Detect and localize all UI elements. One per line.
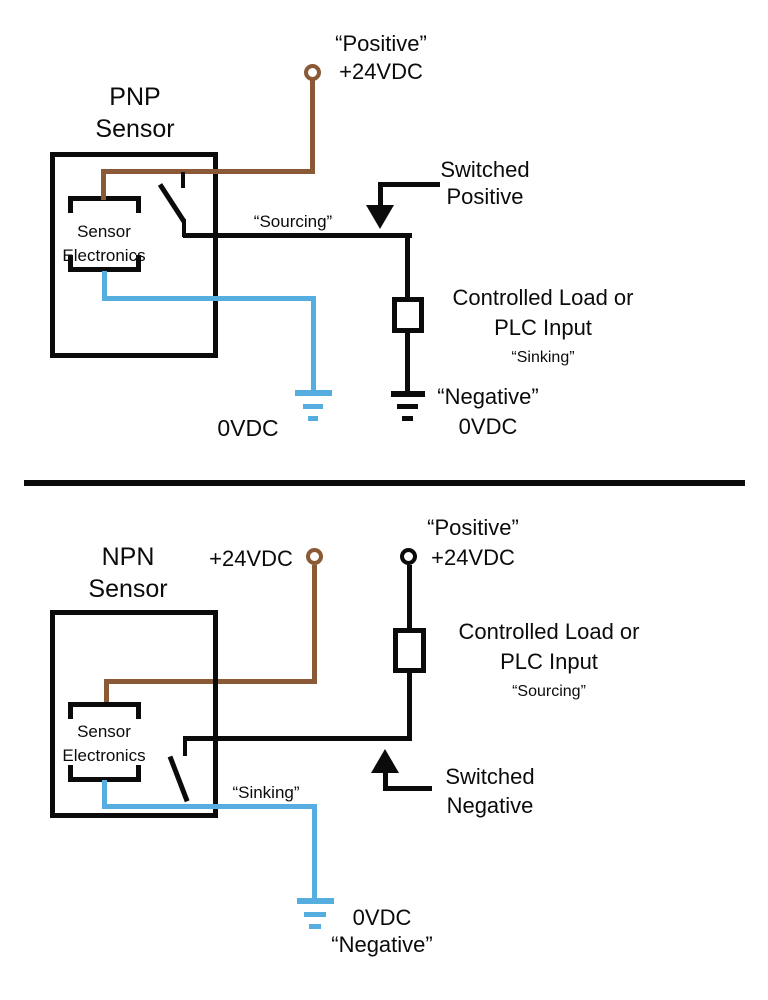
- pnp-supply-label-line1: “Positive”: [335, 31, 427, 56]
- pnp-positive-terminal-icon: [304, 64, 321, 81]
- pnp-load-label-line1: Controlled Load or: [452, 285, 634, 310]
- npn-title-line1: NPN: [101, 543, 155, 571]
- npn-switched-label-line2: Negative: [446, 793, 534, 818]
- npn-title-line2: Sensor: [88, 575, 168, 603]
- pnp-load-wire-top: [405, 235, 410, 299]
- pnp-load-ground-line2: 0VDC: [458, 414, 518, 439]
- npn-sinking-label: “Sinking”: [232, 783, 300, 802]
- npn-load-box: [393, 628, 426, 673]
- pnp-sensor-ground-label: 0VDC: [217, 415, 279, 441]
- npn-supply-label: +24VDC: [209, 546, 293, 571]
- pnp-switched-label: Switched Positive: [419, 156, 551, 210]
- pnp-load-sublabel: “Sinking”: [511, 349, 575, 366]
- pnp-electronics-label-line2: Electronics: [62, 246, 146, 265]
- npn-load-wire-bottom: [407, 671, 412, 741]
- npn-ground-label: 0VDC “Negative”: [312, 904, 452, 958]
- pnp-load-ground-label: “Negative” 0VDC: [425, 382, 551, 442]
- pnp-load-label: Controlled Load or PLC Input “Sinking”: [432, 283, 654, 373]
- npn-load-label: Controlled Load or PLC Input “Sourcing”: [436, 617, 662, 707]
- pnp-title-line2: Sensor: [95, 115, 175, 143]
- npn-load-supply-line1: “Positive”: [427, 515, 519, 540]
- pnp-title: PNP Sensor: [55, 81, 215, 145]
- pnp-supply-label-line2: +24VDC: [339, 59, 423, 84]
- npn-electronics-label: Sensor Electronics: [46, 720, 162, 768]
- pnp-switched-label-line2: Positive: [446, 184, 524, 209]
- pnp-load-box: [392, 297, 424, 333]
- npn-switched-label-line1: Switched: [445, 764, 535, 789]
- npn-load-supply-label: “Positive” +24VDC: [413, 513, 533, 573]
- pnp-sensor-box: [50, 152, 218, 358]
- npn-load-wire-top: [407, 565, 412, 630]
- pnp-sourcing-label: “Sourcing”: [253, 212, 333, 231]
- npn-output-wire: [183, 736, 412, 741]
- npn-ground-line2: “Negative”: [331, 932, 433, 957]
- npn-load-supply-terminal-icon: [400, 548, 417, 565]
- pnp-electronics-label-line1: Sensor: [77, 222, 131, 241]
- npn-load-supply-line2: +24VDC: [431, 545, 515, 570]
- npn-ground-line1: 0VDC: [352, 905, 412, 930]
- npn-electronics-label-line1: Sensor: [77, 722, 131, 741]
- pnp-switched-label-line1: Switched: [440, 157, 530, 182]
- pnp-electronics-label: Sensor Electronics: [46, 220, 162, 268]
- npn-load-label-line2: PLC Input: [500, 649, 598, 674]
- npn-sensor-box: [50, 610, 218, 818]
- npn-load-sublabel: “Sourcing”: [512, 683, 586, 700]
- npn-supply-terminal-icon: [306, 548, 323, 565]
- npn-title: NPN Sensor: [48, 541, 208, 605]
- pnp-supply-label: “Positive” +24VDC: [322, 30, 440, 86]
- npn-electronics-label-line2: Electronics: [62, 746, 146, 765]
- section-divider: [24, 480, 745, 486]
- pnp-load-wire-bottom: [405, 331, 410, 392]
- npn-switched-label: Switched Negative: [424, 762, 556, 820]
- npn-load-label-line1: Controlled Load or: [458, 619, 640, 644]
- pnp-load-label-line2: PLC Input: [494, 315, 592, 340]
- pnp-sourcing-wire: [183, 233, 412, 238]
- pnp-load-ground-line1: “Negative”: [437, 384, 539, 409]
- pnp-title-line1: PNP: [109, 83, 161, 111]
